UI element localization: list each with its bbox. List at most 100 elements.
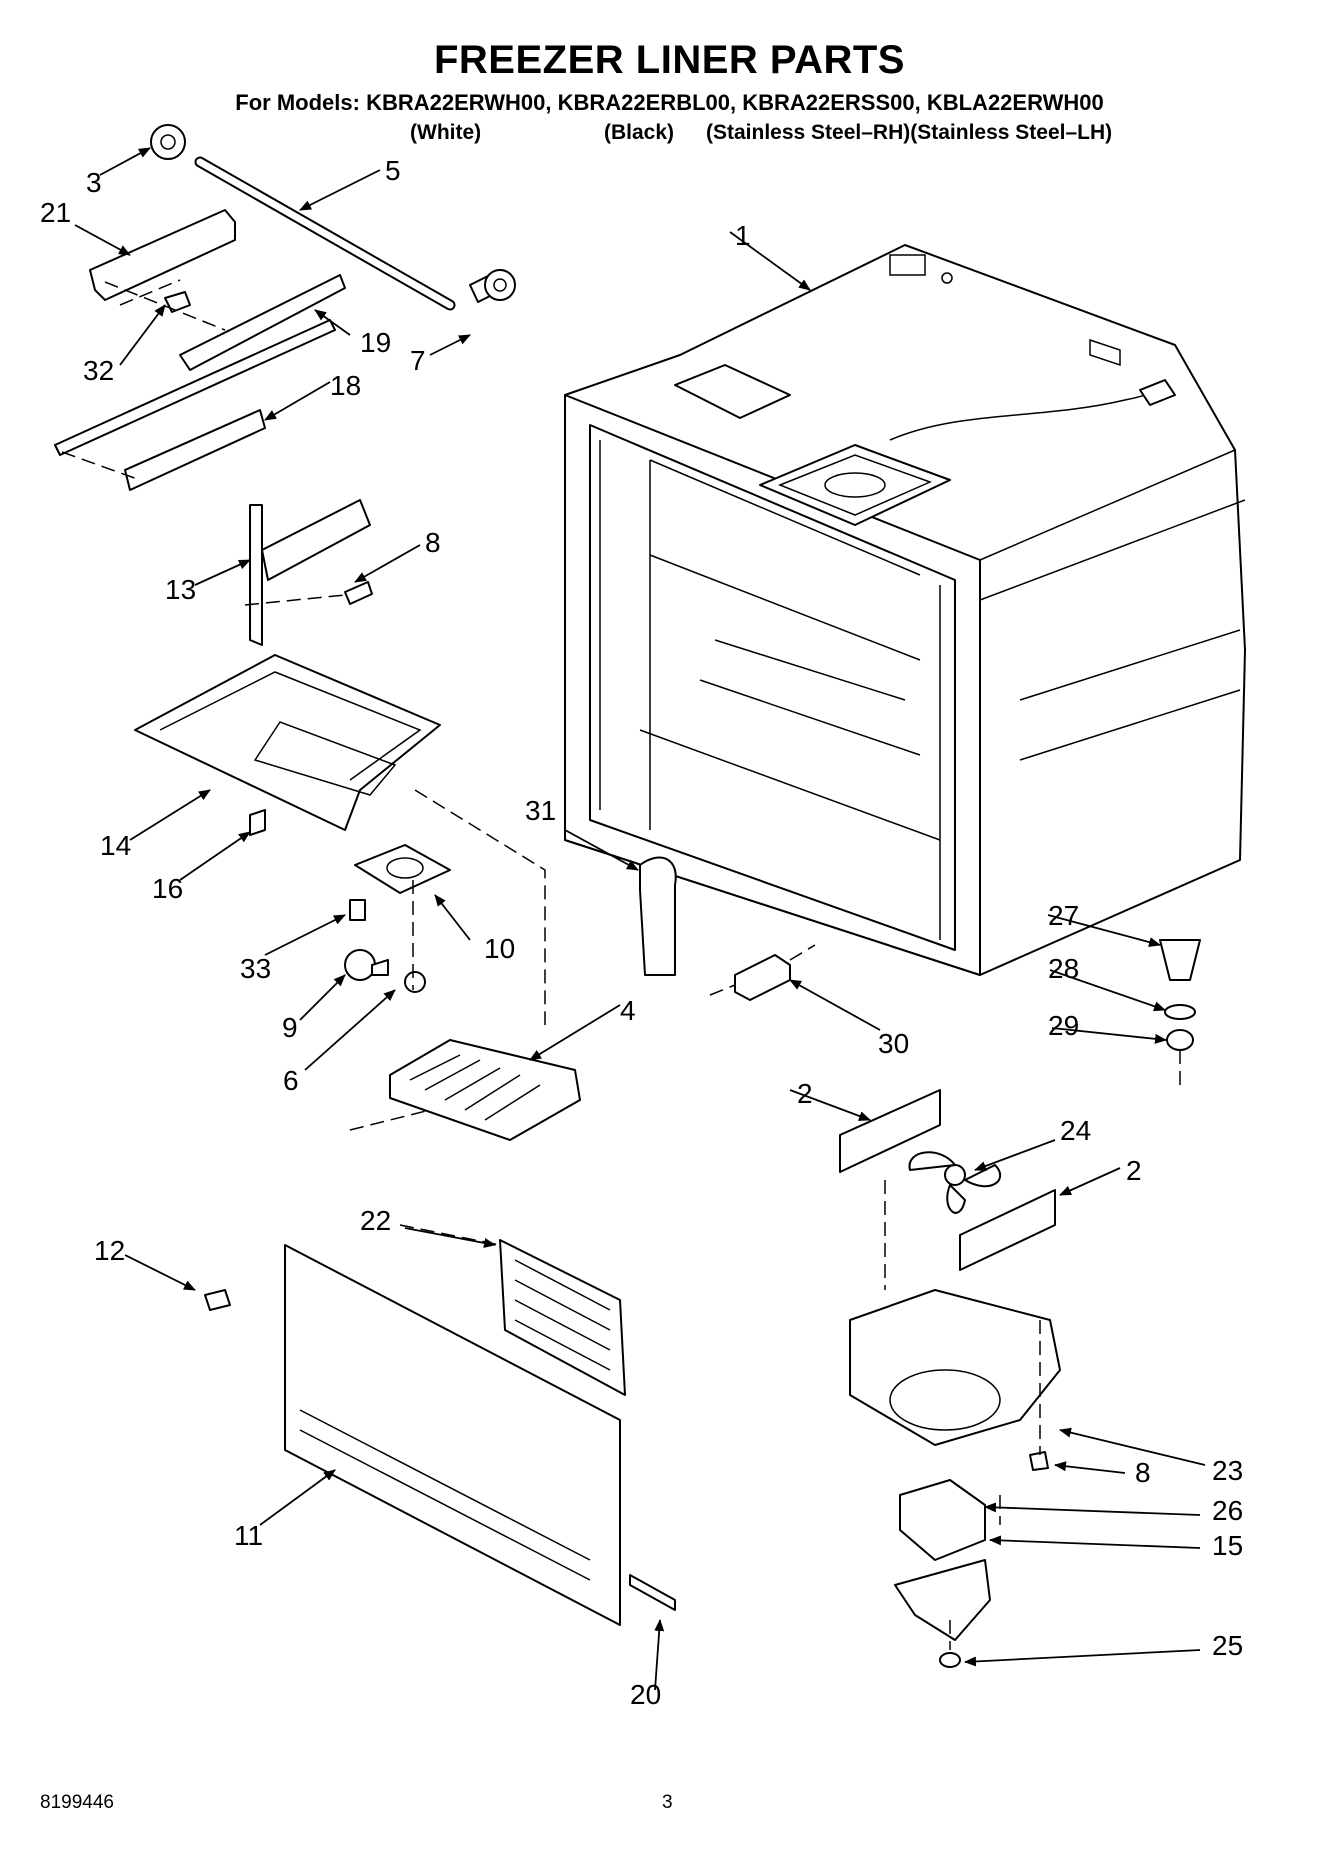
callout-leader-11 [259, 1469, 336, 1526]
fan-blade-part-24 [908, 1151, 1002, 1214]
rod-part-5-inner [196, 158, 454, 309]
callout-label-2: 2 [797, 1078, 813, 1109]
callout-label-16: 16 [152, 873, 183, 904]
grille-part-4 [389, 1039, 581, 1141]
callout-label-5: 5 [385, 155, 401, 186]
grille-part-22 [499, 1239, 626, 1396]
callout-leader-13 [194, 559, 251, 586]
callout-label-14: 14 [100, 830, 131, 861]
callout-label-22: 22 [360, 1205, 391, 1236]
callout-leader-28 [1049, 969, 1166, 1012]
callout-label-13: 13 [165, 574, 196, 605]
panel-part-11 [284, 1244, 621, 1626]
callout-leader-26 [984, 1502, 1201, 1516]
callout-label-25: 25 [1212, 1630, 1243, 1661]
variant-white: (White) [410, 121, 482, 144]
callout-leader-10 [434, 894, 471, 941]
callout-label-12: 12 [94, 1235, 125, 1266]
gear-part-7 [469, 269, 516, 303]
callout-leaders [74, 147, 1206, 1691]
part-29 [1166, 1029, 1194, 1051]
rail-part-19 [179, 274, 346, 371]
callout-leader-16 [179, 831, 251, 881]
callout-label-9: 9 [282, 1012, 298, 1043]
callout-label-11: 11 [234, 1520, 263, 1551]
callout-leader-19 [314, 309, 351, 336]
callout-leader-29 [1051, 1027, 1167, 1044]
callout-leader-5 [299, 169, 381, 211]
callout-leader-31 [564, 829, 639, 871]
callout-leader-15 [989, 1535, 1201, 1549]
callout-label-32: 32 [83, 355, 114, 386]
callout-label-23: 23 [1212, 1455, 1243, 1486]
callout-leader-23 [1059, 1427, 1206, 1466]
screw-part-32 [164, 291, 191, 313]
models-line: For Models: KBRA22ERWH00, KBRA22ERBL00, … [235, 90, 1104, 115]
page-number: 3 [662, 1792, 673, 1813]
bracket-part-15 [894, 1559, 991, 1641]
screw-part-8-bottom [1029, 1451, 1049, 1471]
callout-leader-12 [124, 1254, 196, 1291]
callout-leader-1 [729, 231, 811, 291]
callout-leader-3 [99, 147, 151, 176]
callout-leader-25 [964, 1649, 1201, 1667]
callout-label-20: 20 [630, 1679, 661, 1710]
part-16 [249, 809, 266, 836]
bracket-part-21 [89, 209, 236, 301]
callout-label-19: 19 [360, 327, 391, 358]
callout-leader-20 [654, 1619, 665, 1691]
variant-black: (Black) [604, 121, 675, 144]
part-27 [1159, 939, 1201, 981]
grommet-part-25 [939, 1652, 961, 1668]
callout-label-24: 24 [1060, 1115, 1091, 1146]
callout-label-33: 33 [240, 953, 271, 984]
page-title: FREEZER LINER PARTS [433, 38, 905, 82]
callout-label-21: 21 [40, 197, 71, 228]
rail-part-18 [124, 409, 266, 491]
freezer-liner-part [564, 244, 1246, 976]
callout-leader-2 [789, 1089, 871, 1121]
screw-part-33 [349, 899, 366, 921]
callout-label-4: 4 [620, 995, 636, 1026]
ring-part-28 [1164, 1004, 1196, 1020]
callout-label-28: 28 [1048, 953, 1079, 984]
callout-leader-21 [74, 224, 131, 256]
callout-leader-30 [789, 979, 881, 1031]
callout-leader-4 [529, 1004, 621, 1061]
part-10 [354, 844, 451, 894]
socket-part-6 [404, 971, 426, 993]
callout-leader-24 [974, 1139, 1056, 1171]
cylinder-part-30 [734, 954, 791, 1001]
screw-part-12 [204, 1289, 231, 1311]
callout-label-15: 15 [1212, 1530, 1243, 1561]
pad-part-2-bottom [959, 1189, 1056, 1271]
callout-label-31: 31 [525, 795, 556, 826]
callout-leader-27 [1047, 914, 1161, 947]
screw-part-8-top [344, 581, 373, 605]
callout-label-10: 10 [484, 933, 515, 964]
callout-label-1: 1 [735, 220, 751, 251]
callout-leader-9 [299, 974, 346, 1021]
callout-label-8: 8 [425, 527, 441, 558]
strip-part-20 [629, 1574, 676, 1611]
fan-shroud-part-23 [849, 1289, 1061, 1446]
housing-part-14 [134, 654, 441, 831]
rail-part-19-long [54, 319, 336, 456]
callout-label-18: 18 [330, 370, 361, 401]
callout-labels: 1223456788910111213141516181920212223242… [40, 155, 1243, 1710]
callout-leader-8 [354, 544, 421, 583]
callout-label-7: 7 [410, 345, 426, 376]
callout-label-2: 2 [1126, 1155, 1142, 1186]
callout-label-29: 29 [1048, 1010, 1079, 1041]
variant-stainless: (Stainless Steel–RH)(Stainless Steel–LH) [706, 121, 1113, 144]
callout-label-30: 30 [878, 1028, 909, 1059]
pad-part-2-top [839, 1089, 941, 1173]
callout-label-27: 27 [1048, 900, 1079, 931]
callout-leader-22 [404, 1227, 496, 1248]
callout-label-8: 8 [1135, 1457, 1151, 1488]
callout-leader-7 [429, 334, 471, 356]
doc-number: 8199446 [40, 1792, 114, 1813]
gear-part-3 [150, 124, 186, 160]
callout-leader-6 [304, 989, 396, 1071]
